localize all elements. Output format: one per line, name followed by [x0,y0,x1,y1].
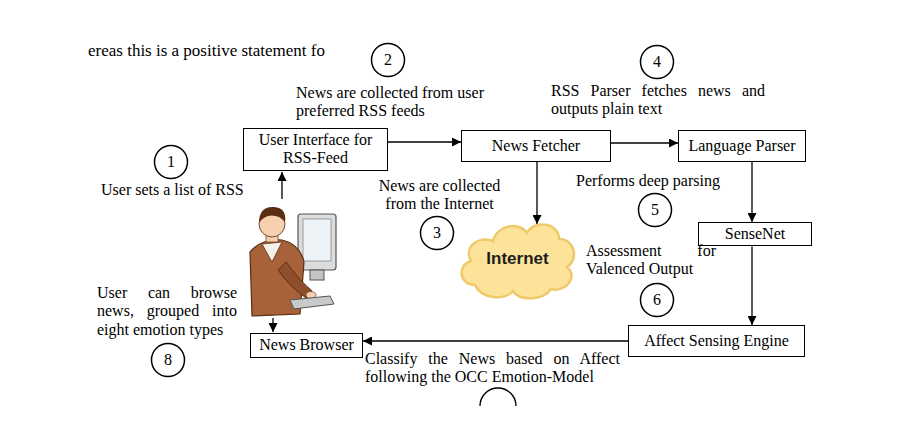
callout-number: 3 [433,224,441,242]
box-label: News Fetcher [492,137,580,155]
box-label: Language Parser [688,137,795,155]
annotation-note: Classify the News based on Affect follow… [365,350,620,387]
circle-shape [421,217,454,250]
cut-callout-circle [480,388,516,406]
flow-arrow [751,162,752,222]
step-circle: 6 [639,282,675,318]
person-hair [259,207,285,223]
user-to-browser-arrow [272,318,273,332]
box-label: SenseNet [725,225,785,243]
circle-shape [155,146,188,179]
annotation-note: News are collected from user preferred R… [296,84,484,121]
flow-arrow [388,141,461,142]
process-box: News Fetcher [461,130,611,162]
monitor-stand [310,270,324,280]
callout-number: 4 [653,53,661,71]
process-box: News Browser [250,333,363,358]
step-circle: 5 [637,192,673,228]
keyboard [290,296,334,309]
flow-arrow [611,142,678,143]
process-box: Affect Sensing Engine [628,325,805,357]
step-circle: 8 [150,342,186,378]
annotation-note: Performs deep parsing [576,172,720,190]
callout-number: 6 [653,291,661,309]
step-circle: 1 [153,144,189,180]
annotation-note: User can browse news, grouped into eight… [97,284,237,339]
callout-number: 5 [651,201,659,219]
shirt-collar [262,242,282,262]
flow-arrow [536,162,537,224]
process-box: User Interface for RSS-Feed [243,128,388,171]
step-circle: 4 [639,44,675,80]
annotation-note: Assessment for Valenced Output [586,242,716,279]
callout-number: 1 [167,153,175,171]
callout-number: 2 [384,51,392,69]
circle-shape [152,344,185,377]
box-label: User Interface for RSS-Feed [250,131,381,168]
cloud-shape [462,224,574,298]
cloud-label: Internet [486,249,548,269]
circle-shape [372,44,405,77]
flow-arrow [751,246,752,325]
cut-off-text: ereas this is a positive statement fo [88,41,325,61]
user-at-computer [250,207,336,316]
flow-arrow [363,340,628,341]
annotation-note: RSS Parser fetches news and outputs plai… [551,82,765,119]
step-circle: 2 [370,42,406,78]
annotation-note: News are collected from the Internet [367,177,512,214]
circle-shape [641,46,674,79]
monitor-screen [303,219,331,261]
process-box: Language Parser [678,130,806,162]
annotation-note: User sets a list of RSS [101,181,244,199]
box-label: Affect Sensing Engine [644,332,789,350]
circle-shape [639,194,672,227]
step-circle: 3 [419,215,455,251]
box-label: News Browser [259,336,354,354]
circle-shape [641,284,674,317]
callout-number: 8 [164,351,172,369]
internet-cloud: Internet [455,215,580,303]
user-to-interface-arrow [281,172,282,199]
